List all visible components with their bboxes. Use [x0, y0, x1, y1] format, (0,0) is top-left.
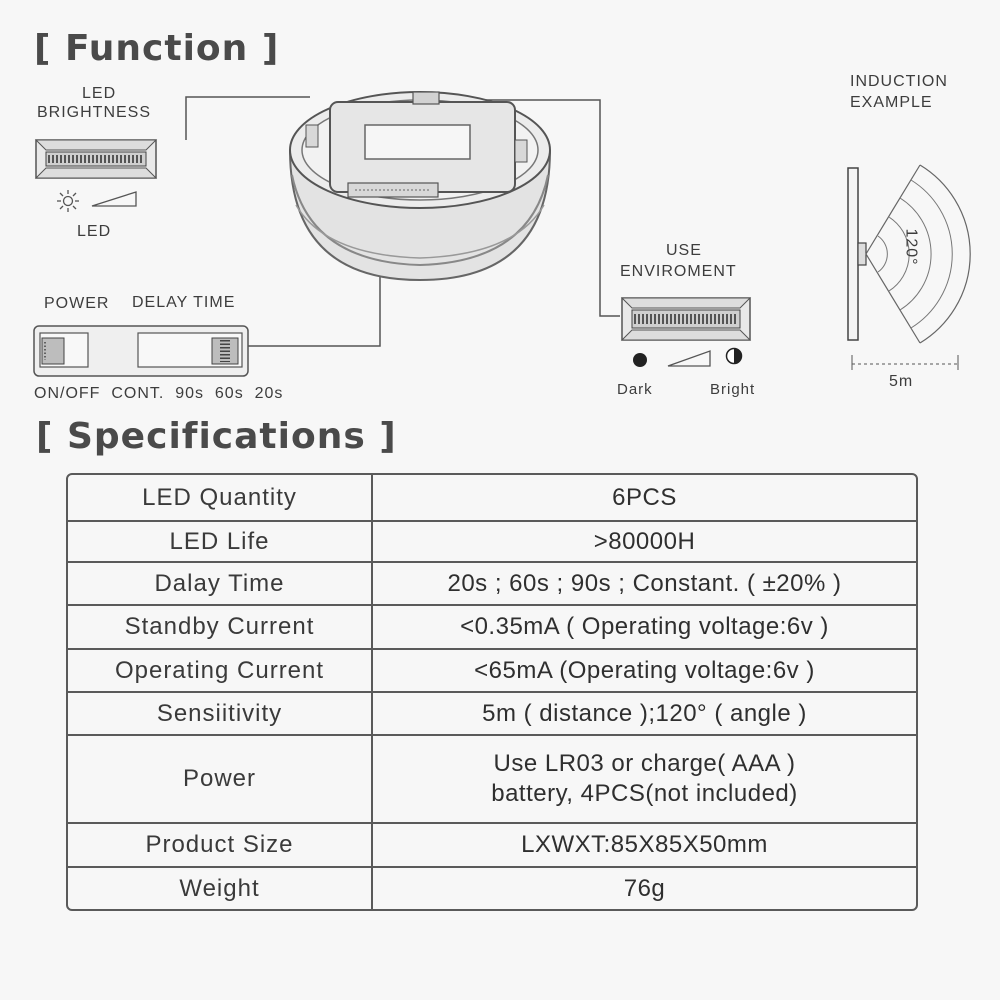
spec-value: Use LR03 or charge( AAA ) battery, 4PCS(…	[373, 736, 916, 822]
use-environment-label-line2: ENVIROMENT	[620, 263, 737, 280]
spec-value: >80000H	[593, 527, 696, 555]
half-circle-icon	[725, 347, 743, 365]
spec-value: LXWXT:85X85X50mm	[521, 831, 768, 858]
spec-key: Power	[68, 736, 373, 822]
table-row: Power Use LR03 or charge( AAA ) battery,…	[68, 734, 916, 822]
dark-circle-icon	[633, 353, 647, 367]
ramp-icon	[667, 350, 711, 367]
table-row: Product Size LXWXT:85X85X50mm	[68, 822, 916, 866]
table-row: Sensiitivity 5m ( distance );120° ( angl…	[68, 691, 916, 734]
table-row: Dalay Time 20s ; 60s ; 90s ; Constant. (…	[68, 561, 916, 604]
spec-key: Sensiitivity	[68, 693, 373, 734]
spec-key: Dalay Time	[68, 563, 373, 604]
spec-value: 76g	[623, 874, 666, 902]
led-brightness-label-line2: BRIGHTNESS	[37, 104, 152, 121]
distance-label: 5m	[889, 373, 914, 390]
induction-label-line2: EXAMPLE	[850, 94, 933, 111]
led-brightness-slider	[34, 139, 158, 179]
spec-key: Product Size	[68, 824, 373, 866]
specifications-table: LED Quantity 6PCS LED Life >80000H Dalay…	[66, 473, 918, 911]
spec-value-line1: Use LR03 or charge( AAA )	[493, 750, 796, 777]
spec-key: Weight	[68, 868, 373, 909]
spec-value: 20s ; 60s ; 90s ; Constant. ( ±20% )	[447, 569, 842, 597]
delay-time-label: DELAY TIME	[132, 294, 236, 311]
table-row: LED Quantity 6PCS	[68, 475, 916, 520]
function-heading: [ Function ]	[34, 28, 280, 69]
ramp-icon	[91, 191, 137, 207]
spec-key: LED Quantity	[68, 475, 373, 520]
led-label: LED	[77, 223, 112, 240]
spec-key: Operating Current	[68, 650, 373, 691]
use-environment-slider	[620, 297, 752, 341]
function-diagram	[33, 91, 971, 377]
switch-position-labels: ON/OFF CONT. 90s 60s 20s	[34, 385, 284, 402]
power-delay-switch	[33, 325, 249, 377]
spec-value: <65mA (Operating voltage:6v )	[474, 656, 815, 684]
table-row: Weight 76g	[68, 866, 916, 909]
spec-value: 5m ( distance );120° ( angle )	[482, 699, 807, 727]
induction-label-line1: INDUCTION	[850, 73, 948, 90]
connector-led-line	[185, 96, 310, 140]
spec-value: <0.35mA ( Operating voltage:6v )	[460, 613, 829, 640]
led-brightness-label-line1: LED	[82, 85, 117, 102]
spec-key: LED Life	[68, 522, 373, 561]
table-row: LED Life >80000H	[68, 520, 916, 561]
power-label: POWER	[44, 295, 110, 312]
table-row: Standby Current <0.35mA ( Operating volt…	[68, 604, 916, 648]
specifications-heading: [ Specifications ]	[36, 416, 397, 457]
table-row: Operating Current <65mA (Operating volta…	[68, 648, 916, 691]
angle-label: 120°	[902, 228, 920, 266]
spec-value: 6PCS	[612, 483, 677, 511]
bright-label: Bright	[710, 381, 756, 398]
use-environment-label-line1: USE	[666, 242, 702, 259]
connector-env-line	[445, 99, 620, 317]
device-illustration	[289, 91, 551, 282]
spec-value-line2: battery, 4PCS(not included)	[491, 780, 798, 807]
spec-key: Standby Current	[68, 606, 373, 648]
sun-icon	[57, 190, 79, 212]
dark-label: Dark	[617, 381, 653, 398]
sensor-cone-icon	[847, 164, 971, 370]
